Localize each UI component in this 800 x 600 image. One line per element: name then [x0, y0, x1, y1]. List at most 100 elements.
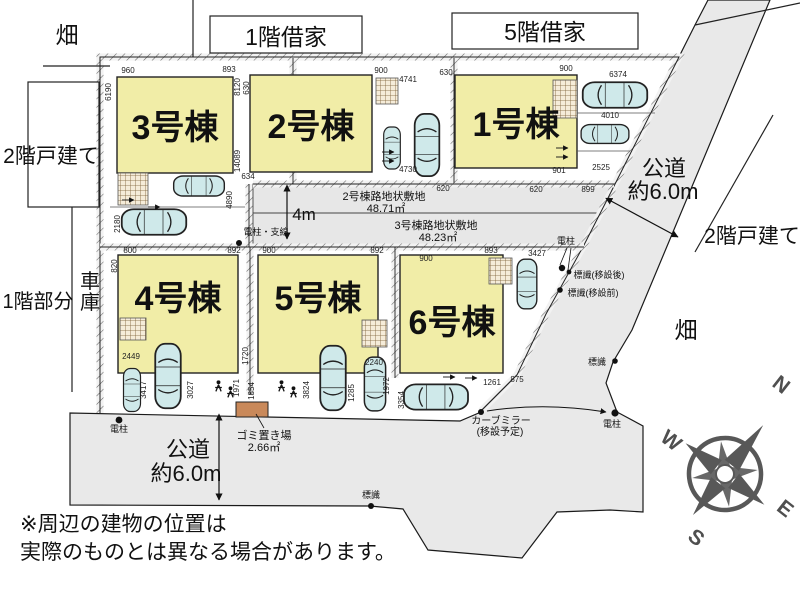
label-pole-bottom-left: 電柱: [110, 423, 128, 434]
dimensions-label-7: 2525: [592, 163, 610, 172]
label-building-2: 2号棟: [268, 108, 356, 146]
dimensions-label-36: 1285: [347, 384, 356, 402]
building-2: [249, 74, 373, 173]
label-flag-lot-2-area: 48.71㎡: [367, 202, 406, 215]
curve-mirror-dot: [478, 409, 484, 415]
car: [382, 126, 402, 170]
dimensions-label-21: 800: [123, 246, 137, 255]
label-rental-house-1: 1階借家: [245, 24, 327, 50]
dimensions-label-31: 3027: [186, 381, 195, 399]
label-flag-lot-2: 2号棟路地状敷地: [342, 189, 425, 203]
car: [172, 175, 226, 197]
label-field-top: 畑: [56, 22, 79, 48]
dimensions-label-30: 3417: [139, 381, 148, 399]
label-garbage: ゴミ置き場: [237, 428, 292, 442]
dimensions-label-24: 892: [370, 246, 384, 255]
dimensions-label-40: 1261: [483, 378, 501, 387]
label-garbage-area: 2.66㎡: [248, 441, 280, 454]
car: [120, 208, 188, 236]
dimensions-label-33: 1720: [241, 347, 250, 365]
dimensions-label-1: 893: [222, 65, 236, 74]
dimensions-label-25: 900: [419, 254, 433, 263]
car: [154, 342, 182, 410]
label-neighbor-house-left: 2階戸建て: [3, 145, 99, 168]
garbage-area: [235, 401, 269, 418]
dimensions-label-20: 634: [241, 172, 255, 181]
dimensions-label-13: 4730: [399, 165, 417, 174]
dimensions-label-41: 875: [510, 375, 524, 384]
dimensions-label-3: 630: [439, 68, 453, 77]
measure-arrows: [215, 184, 679, 501]
label-sign-before-move: 標識(移設前): [568, 287, 619, 298]
car: [319, 344, 347, 412]
dimensions-label-37: 2240: [365, 358, 383, 367]
car: [413, 112, 441, 178]
label-pole-bottom-right: 電柱: [603, 418, 621, 429]
dimensions-label-14: 4890: [225, 191, 234, 209]
disclaimer-line-1: ※周辺の建物の位置は: [20, 513, 227, 536]
sign-dot: [612, 358, 618, 364]
dimensions-label-12: 4741: [399, 75, 417, 84]
pedestrian-icons: [214, 380, 298, 399]
neighbor-outlines: [27, 0, 800, 392]
car: [580, 123, 630, 145]
dimensions-label-19: 2180: [113, 215, 122, 233]
label-building-3: 3号棟: [132, 109, 220, 147]
label-first-floor-part: 1階部分: [2, 290, 73, 313]
dimensions-label-4: 900: [559, 64, 573, 73]
sign-dot: [368, 503, 374, 509]
label-rental-house-2: 5階借家: [504, 19, 586, 45]
compass-n: N: [768, 371, 794, 398]
building-6: [399, 254, 504, 374]
label-pole-wire: 電柱・支線: [243, 226, 288, 237]
dimensions-label-17: 630: [242, 81, 251, 95]
parking-lines: [110, 112, 655, 208]
dimensions-label-35: 3824: [302, 381, 311, 399]
dimensions-label-22: 892: [227, 246, 241, 255]
label-building-4: 4号棟: [135, 280, 223, 318]
neighbor-house-left-outline: [27, 81, 100, 208]
building-5: [257, 254, 379, 374]
dimensions-label-11: 620: [436, 184, 450, 193]
dimensions-label-38: 1972: [382, 377, 391, 395]
label-sign-right: 標識: [588, 356, 606, 367]
dimensions-label-9: 901: [552, 166, 566, 175]
compass-w: W: [656, 426, 686, 456]
utility-dots: [115, 240, 619, 509]
label-width-4m: 4m: [292, 205, 316, 224]
pole-wire-dot: [236, 240, 242, 246]
dimensions-label-18: 14089: [233, 149, 242, 172]
label-road-bottom-1: 公道: [166, 437, 210, 462]
label-pole-top-right: 電柱: [557, 235, 575, 246]
parking-direction-arrows: [122, 145, 569, 381]
label-garage: 車庫: [80, 270, 100, 314]
dimensions-label-29: 2449: [122, 352, 140, 361]
dimensions-label-23: 900: [262, 246, 276, 255]
disclaimer-line-2: 実際のものとは異なる場合があります。: [20, 541, 396, 564]
label-flag-lot-3-area: 48.23㎡: [419, 231, 458, 244]
car: [122, 367, 142, 413]
label-sign-bottom: 標識: [362, 489, 380, 500]
dimensions-label-2: 900: [374, 66, 388, 75]
dimensions-label-16: 8120: [233, 78, 242, 96]
pole-dot: [611, 409, 619, 417]
dimensions-label-5: 6374: [609, 70, 627, 79]
pole-dot: [115, 416, 123, 424]
dimensions-label-6: 4010: [601, 111, 619, 120]
label-curve-mirror-2: (移設予定): [477, 425, 524, 438]
sign-after-dot: [558, 264, 566, 272]
label-curve-mirror-1: カーブミラー: [471, 414, 530, 427]
label-building-5: 5号棟: [275, 280, 363, 318]
compass-e: E: [772, 496, 797, 523]
dimensions-label-0: 960: [121, 66, 135, 75]
car: [581, 81, 649, 109]
dimensions-label-10: 620: [529, 185, 543, 194]
label-road-right-1: 公道: [642, 156, 686, 181]
dimensions-label-28: 3427: [528, 249, 546, 258]
rental-house-box-2: [451, 12, 639, 50]
dimensions-label-26: 820: [110, 259, 119, 273]
dimensions-label-27: 893: [484, 246, 498, 255]
sign-after-dot2: [566, 269, 572, 275]
